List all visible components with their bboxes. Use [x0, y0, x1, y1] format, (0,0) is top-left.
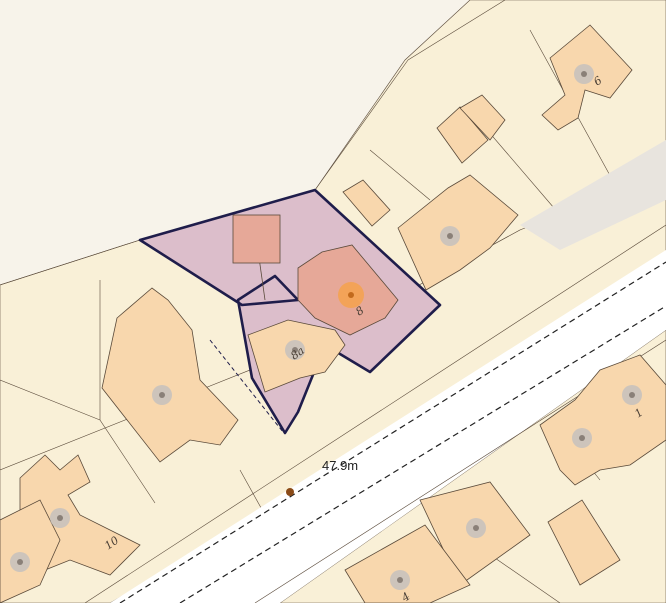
building: [547, 499, 621, 586]
road-dashed-edge: [119, 261, 666, 603]
selected-location-marker-center: [348, 292, 354, 298]
address-markers: [10, 64, 642, 590]
building: [459, 94, 506, 141]
building: [0, 499, 61, 603]
point-marker[interactable]: [286, 488, 294, 496]
building: [344, 524, 471, 603]
building: [342, 179, 391, 227]
house-number-label: 8a: [288, 344, 307, 362]
road-edge: [84, 224, 666, 603]
selected-outbuilding[interactable]: [232, 214, 281, 264]
measurement-label: 47.9m: [322, 458, 358, 473]
building: [101, 287, 239, 463]
road: [110, 250, 666, 603]
selected-plot-inner-line: [209, 339, 284, 433]
road-dashed-edge: [179, 305, 666, 603]
pavement: [520, 140, 666, 250]
building: [436, 106, 489, 164]
